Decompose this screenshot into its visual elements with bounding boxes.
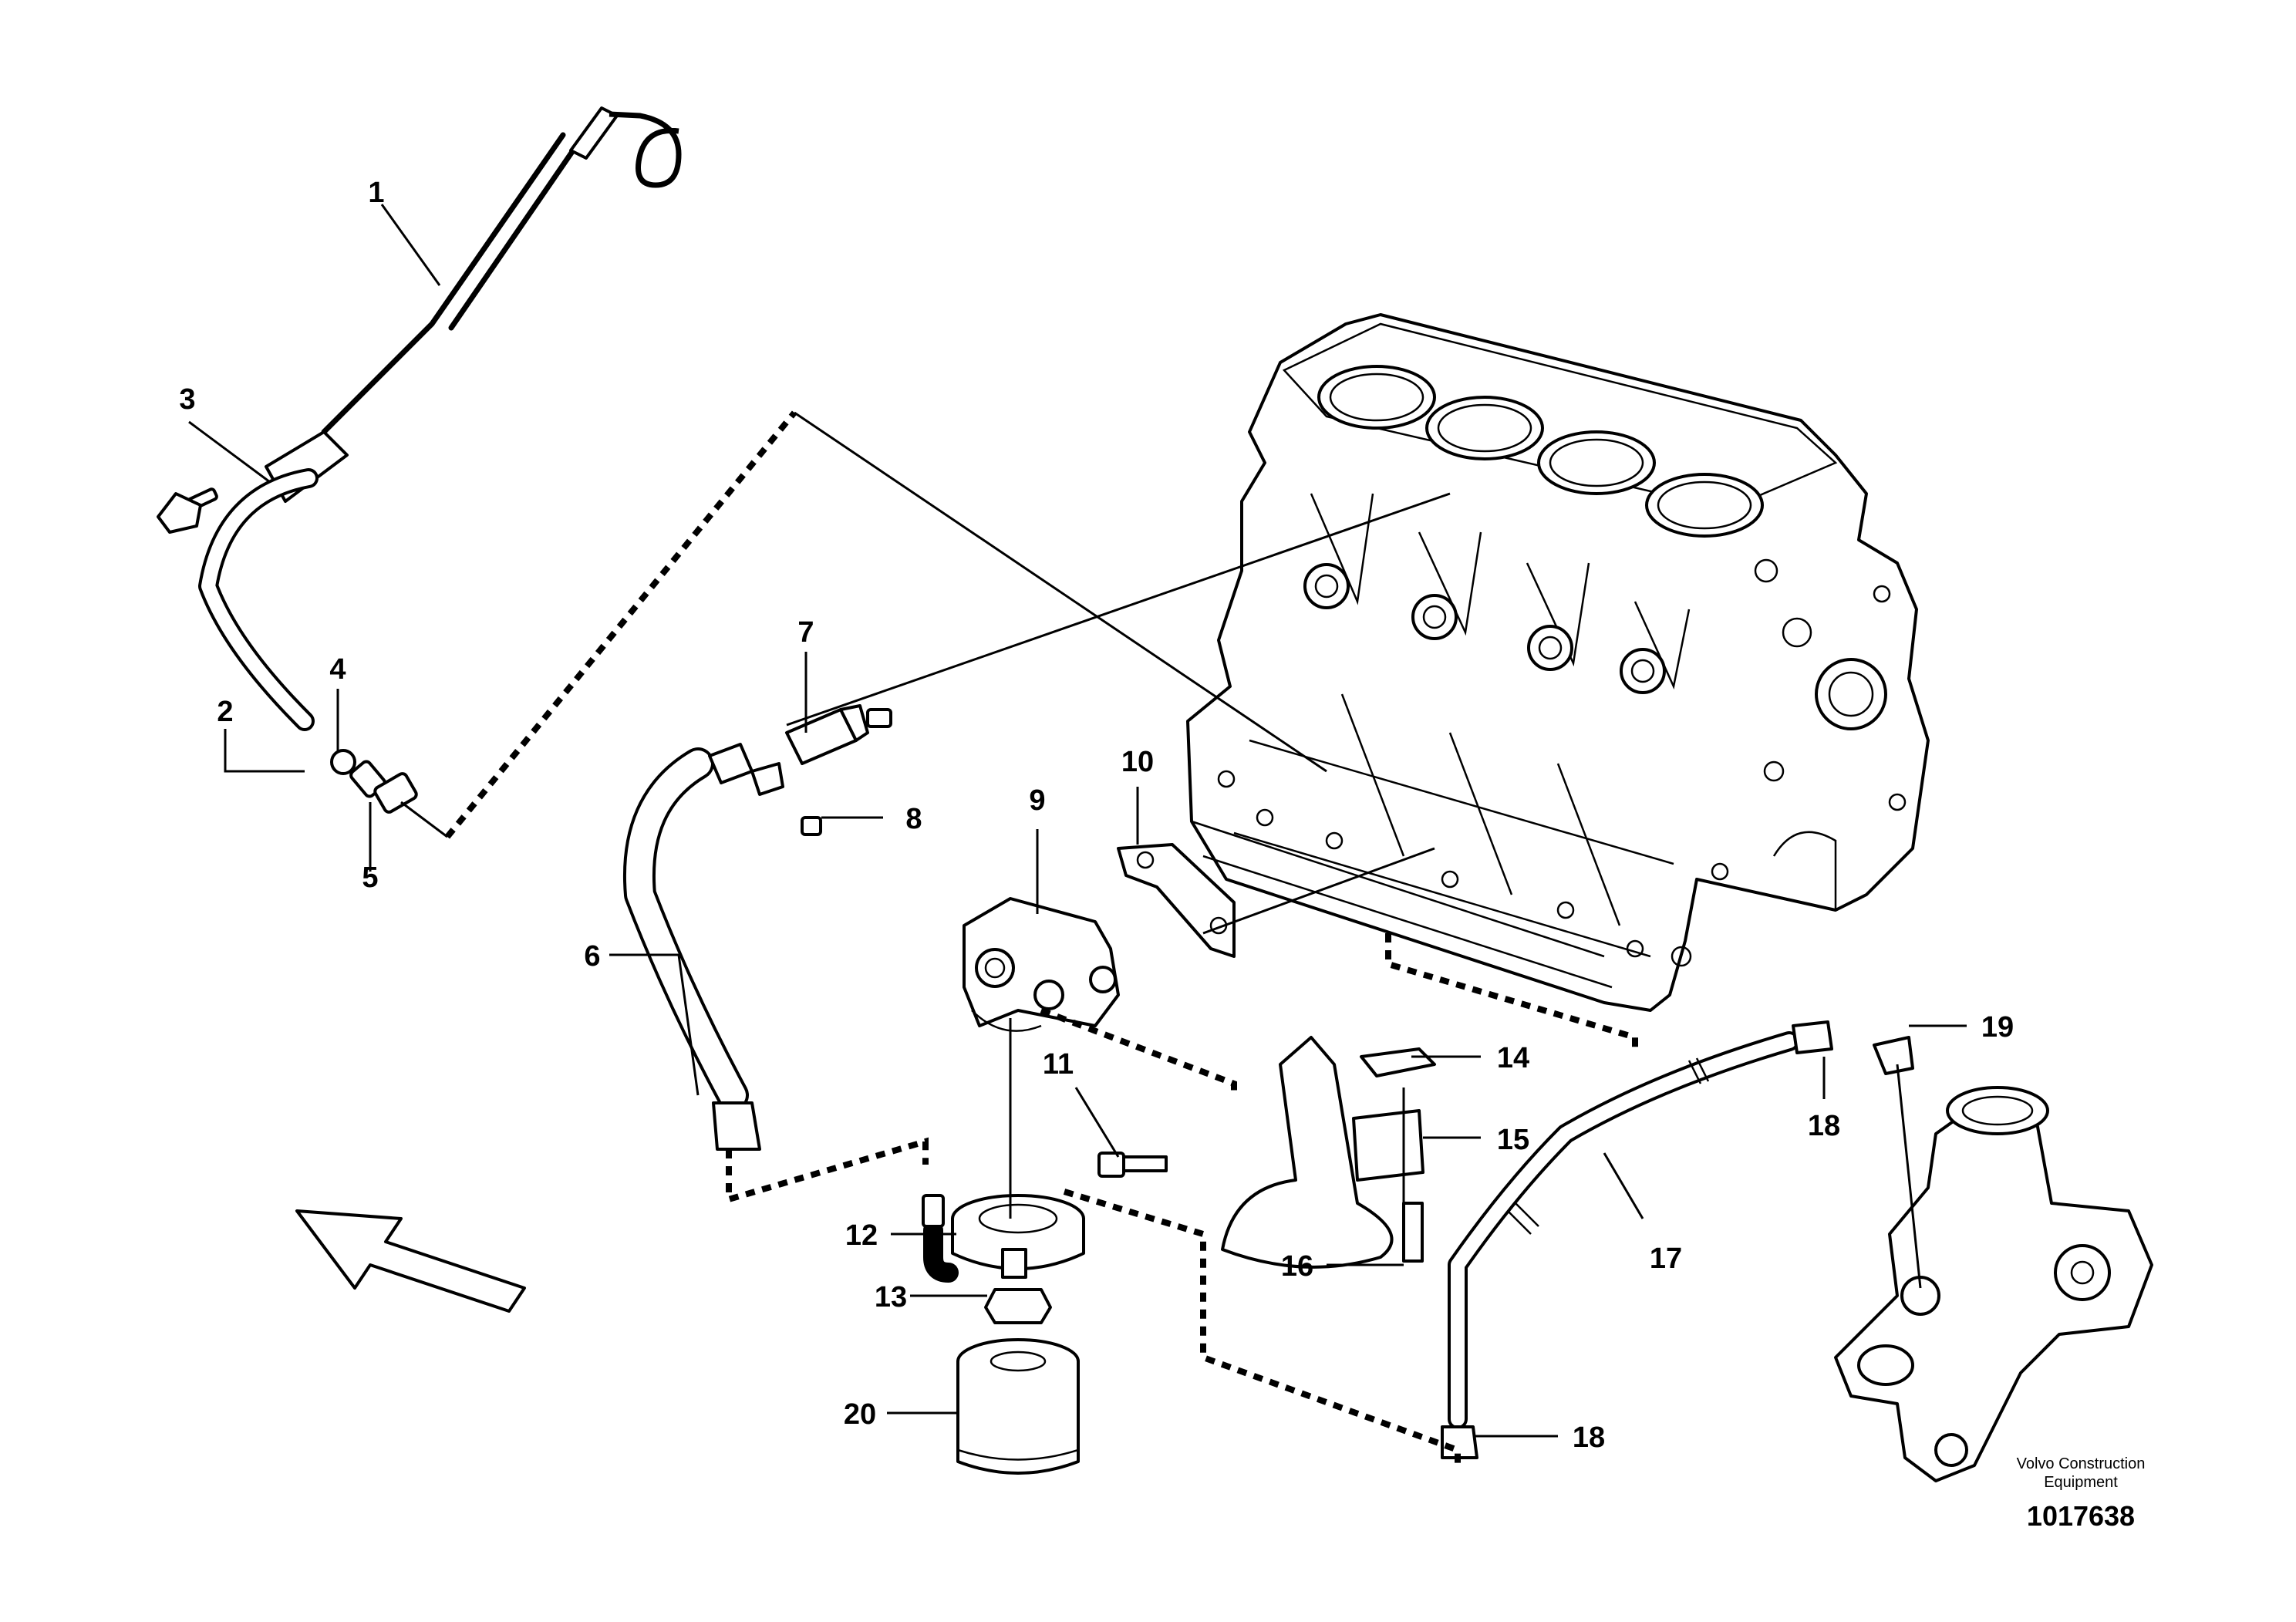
callout-11: 11 xyxy=(1043,1048,1074,1081)
reference-lines xyxy=(400,410,1922,1465)
callout-4: 4 xyxy=(329,653,346,686)
callout-2: 2 xyxy=(217,696,233,728)
callout-8: 8 xyxy=(905,803,922,835)
callout-6: 6 xyxy=(584,940,600,973)
water-pump xyxy=(1834,1036,2153,1482)
callout-1: 1 xyxy=(368,177,384,209)
callout-15: 15 xyxy=(1497,1124,1529,1156)
direction-arrow-icon xyxy=(295,1209,526,1313)
bolt-11 xyxy=(1097,1152,1168,1178)
callout-19: 19 xyxy=(1981,1011,2014,1044)
filter-head-9 xyxy=(963,897,1120,1032)
callout-17: 17 xyxy=(1650,1243,1682,1275)
callout-13: 13 xyxy=(875,1281,907,1313)
callout-12: 12 xyxy=(845,1219,878,1252)
engine-block xyxy=(1186,313,1930,1012)
credit-line-1: Volvo Construction xyxy=(2016,1455,2146,1472)
document-number: 1017638 xyxy=(2026,1500,2136,1532)
callout-7: 7 xyxy=(797,616,814,649)
credit-line-2: Equipment xyxy=(2044,1474,2118,1491)
callout-18-upper: 18 xyxy=(1808,1110,1840,1142)
oil-filter-20 xyxy=(956,1338,1080,1475)
nut-13 xyxy=(984,1288,1052,1324)
callout-5: 5 xyxy=(362,862,378,894)
callout-3: 3 xyxy=(179,383,195,416)
publisher-credit: Volvo Construction Equipment xyxy=(1965,1455,2197,1492)
callout-numbers: 1 2 3 4 5 6 7 8 9 10 11 12 13 14 15 16 1… xyxy=(179,177,2014,1454)
callout-leaders xyxy=(188,204,1967,1438)
oil-strainer xyxy=(1221,1036,1436,1269)
hose-6 xyxy=(623,743,784,1151)
sensor-7 xyxy=(785,704,892,836)
gasket-10 xyxy=(1117,843,1236,958)
hose-17 xyxy=(1441,1020,1833,1459)
callout-20: 20 xyxy=(844,1398,876,1431)
callout-16: 16 xyxy=(1281,1250,1313,1283)
callout-18-lower: 18 xyxy=(1573,1421,1605,1454)
dipstick-assembly xyxy=(157,106,682,814)
callout-14: 14 xyxy=(1497,1042,1529,1074)
oil-cooler-12 xyxy=(922,1194,1085,1283)
callout-10: 10 xyxy=(1121,746,1154,778)
callout-9: 9 xyxy=(1029,784,1045,817)
